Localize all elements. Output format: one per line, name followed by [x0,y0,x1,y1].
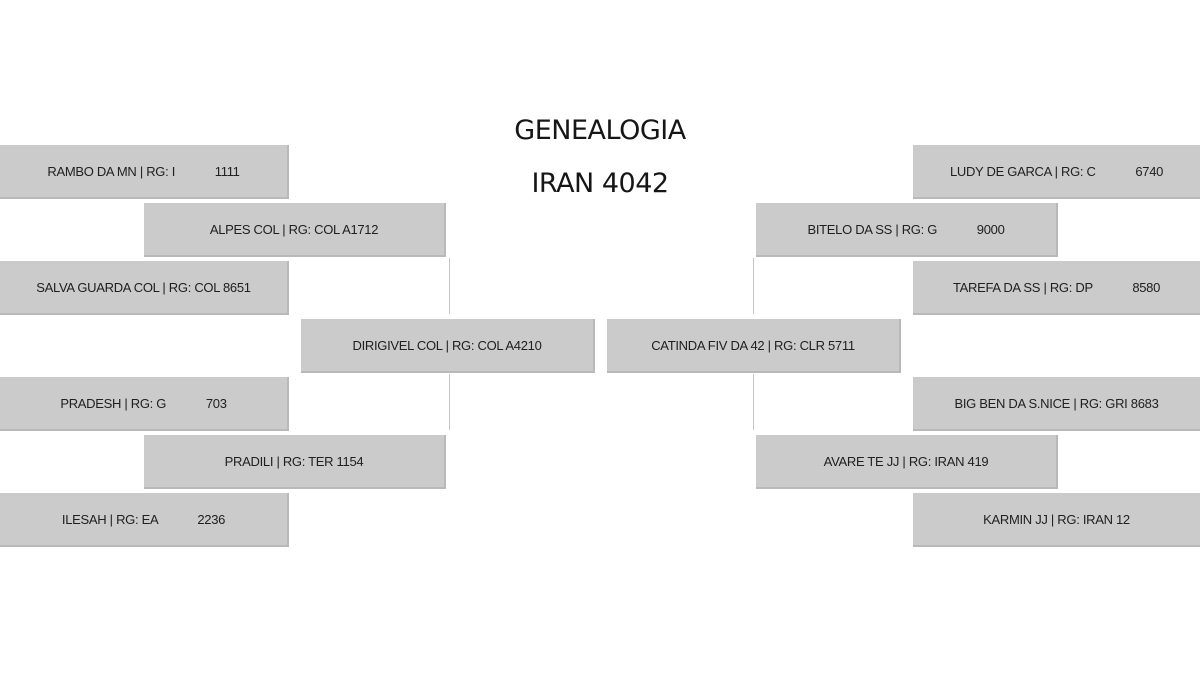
dam-box: CATINDA FIV DA 42 | RG: CLR 5711 [607,319,901,373]
great-grandparent-box: KARMIN JJ | RG: IRAN 12 [913,493,1200,547]
great-grandparent-box: SALVA GUARDA COL | RG: COL 8651 [0,261,289,315]
great-grandparent-box: TAREFA DA SS | RG: DP 8580 [913,261,1200,315]
great-grandparent-box: RAMBO DA MN | RG: I 1111 [0,145,289,199]
animal-registration-title: IRAN 4042 [531,168,669,199]
dam-connector-upper [753,258,754,314]
great-grandparent-box: LUDY DE GARCA | RG: C 6740 [913,145,1200,199]
great-grandparent-box: ILESAH | RG: EA 2236 [0,493,289,547]
sire-connector-lower [449,374,450,430]
paternal-granddam-box: PRADILI | RG: TER 1154 [144,435,446,489]
maternal-grandsire-box: BITELO DA SS | RG: G 9000 [756,203,1058,257]
great-grandparent-box: PRADESH | RG: G 703 [0,377,289,431]
sire-box: DIRIGIVEL COL | RG: COL A4210 [301,319,595,373]
paternal-grandsire-box: ALPES COL | RG: COL A1712 [144,203,446,257]
dam-connector-lower [753,374,754,430]
maternal-granddam-box: AVARE TE JJ | RG: IRAN 419 [756,435,1058,489]
great-grandparent-box: BIG BEN DA S.NICE | RG: GRI 8683 [913,377,1200,431]
diagram-title: GENEALOGIA [514,115,686,146]
sire-connector-upper [449,258,450,314]
